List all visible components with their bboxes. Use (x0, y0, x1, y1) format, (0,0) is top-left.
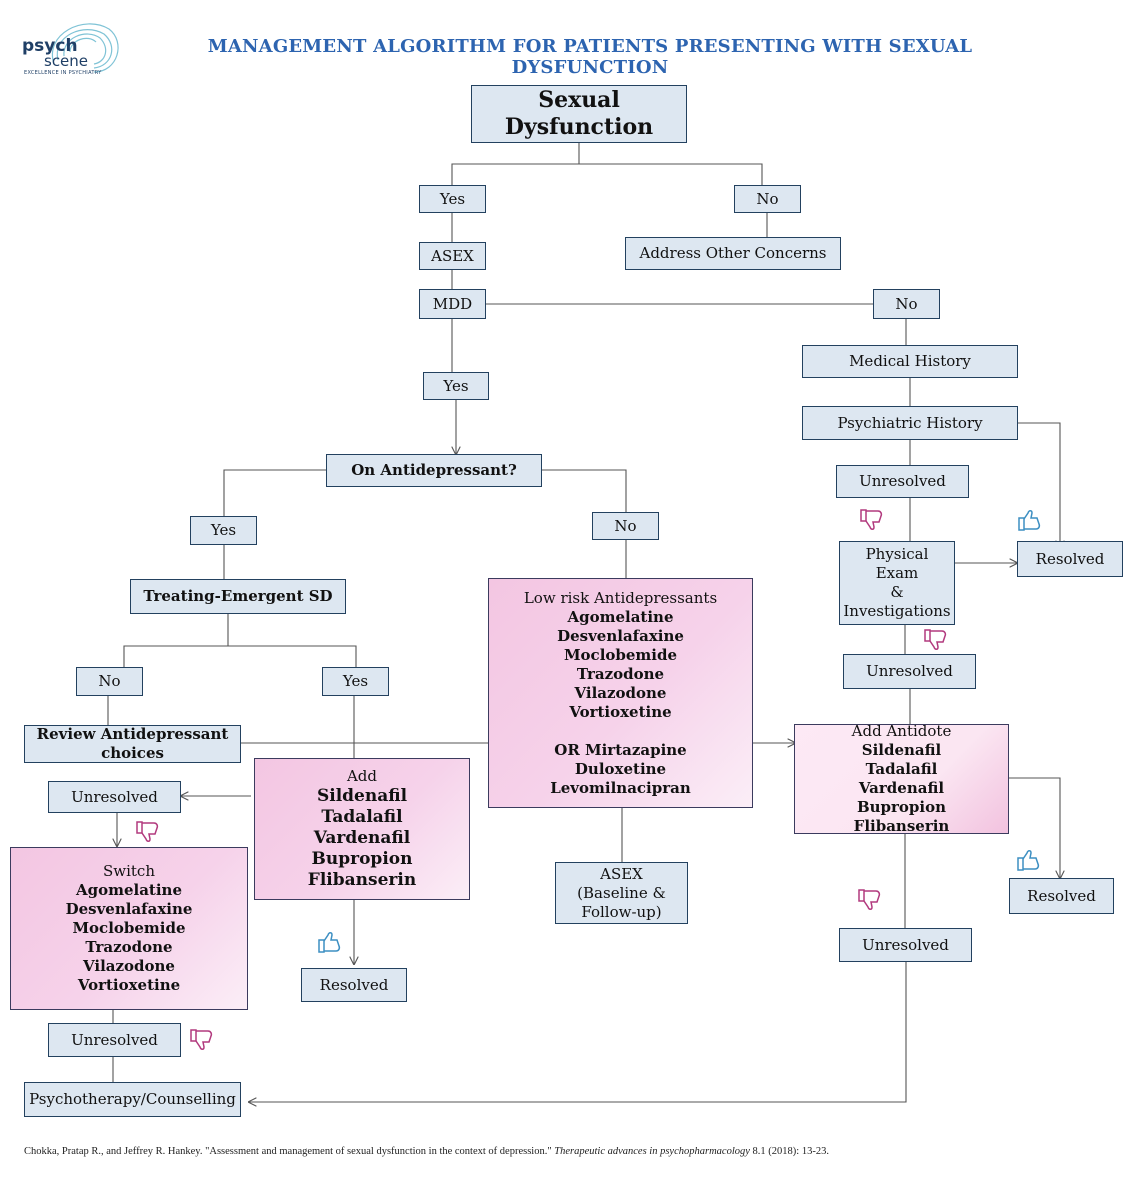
node-low-risk-antidepressants: Low risk Antidepressants Agomelatine Des… (488, 578, 753, 808)
thumbs-down-icon (136, 821, 159, 842)
thumbs-up-icon (318, 932, 341, 953)
logo-tagline: EXCELLENCE IN PSYCHIATRY (24, 70, 102, 76)
node-review-antidepressant-choices: Review Antidepressant choices (24, 725, 241, 763)
node-asex-followup: ASEX (Baseline & Follow-up) (555, 862, 688, 924)
logo-word-scene: scene (44, 52, 89, 70)
node-unresolved-right-1: Unresolved (836, 465, 969, 498)
node-yes-treating-emergent: Yes (322, 667, 389, 696)
node-medical-history: Medical History (802, 345, 1018, 378)
node-unresolved-bottom: Unresolved (48, 1023, 181, 1057)
node-add-center: Add Sildenafil Tadalafil Vardenafil Bupr… (254, 758, 470, 900)
node-add-antidote: Add Antidote Sildenafil Tadalafil Varden… (794, 722, 1009, 835)
node-no-treating-emergent: No (76, 667, 143, 696)
node-yes-top: Yes (419, 185, 486, 213)
node-resolved-center: Resolved (301, 968, 407, 1002)
node-resolved-right-1: Resolved (1017, 541, 1123, 577)
logo-swirl-icon (51, 23, 119, 73)
node-mdd: MDD (419, 289, 486, 319)
citation-ref: 8.1 (2018): 13-23. (752, 1146, 829, 1157)
node-physical-exam: Physical Exam & Investigations (839, 541, 955, 625)
thumbs-up-icon (1017, 850, 1040, 871)
logo-word-psych: psych (22, 36, 78, 56)
citation: Chokka, Pratap R., and Jeffrey R. Hankey… (24, 1146, 1124, 1157)
psychscene-logo: psych scene EXCELLENCE IN PSYCHIATRY (14, 14, 124, 78)
node-asex: ASEX (419, 242, 486, 270)
citation-text: Chokka, Pratap R., and Jeffrey R. Hankey… (24, 1146, 552, 1157)
node-no-top: No (734, 185, 801, 213)
node-yes-mdd: Yes (423, 372, 489, 400)
citation-journal: Therapeutic advances in psychopharmacolo… (554, 1146, 750, 1157)
node-no-antidepressant: No (592, 512, 659, 540)
node-unresolved-right-3: Unresolved (839, 928, 972, 962)
node-on-antidepressant: On Antidepressant? (326, 454, 542, 487)
node-address-other-concerns: Address Other Concerns (625, 237, 841, 270)
node-unresolved-right-2: Unresolved (843, 654, 976, 689)
node-psychotherapy-counselling: Psychotherapy/Counselling (24, 1082, 241, 1117)
thumbs-down-icon (190, 1029, 213, 1050)
node-psychiatric-history: Psychiatric History (802, 406, 1018, 440)
node-yes-antidepressant: Yes (190, 516, 257, 545)
node-sexual-dysfunction: Sexual Dysfunction (471, 85, 687, 143)
node-no-mdd: No (873, 289, 940, 319)
node-switch: Switch Agomelatine Desvenlafaxine Moclob… (10, 847, 248, 1010)
node-resolved-right-2: Resolved (1009, 878, 1114, 914)
thumbs-down-icon (924, 629, 947, 650)
node-unresolved-left: Unresolved (48, 781, 181, 813)
thumbs-down-icon (860, 509, 883, 530)
thumbs-down-icon (858, 889, 881, 910)
page-title: MANAGEMENT ALGORITHM FOR PATIENTS PRESEN… (207, 36, 973, 78)
thumbs-up-icon (1018, 510, 1041, 531)
node-treating-emergent-sd: Treating-Emergent SD (130, 579, 346, 614)
